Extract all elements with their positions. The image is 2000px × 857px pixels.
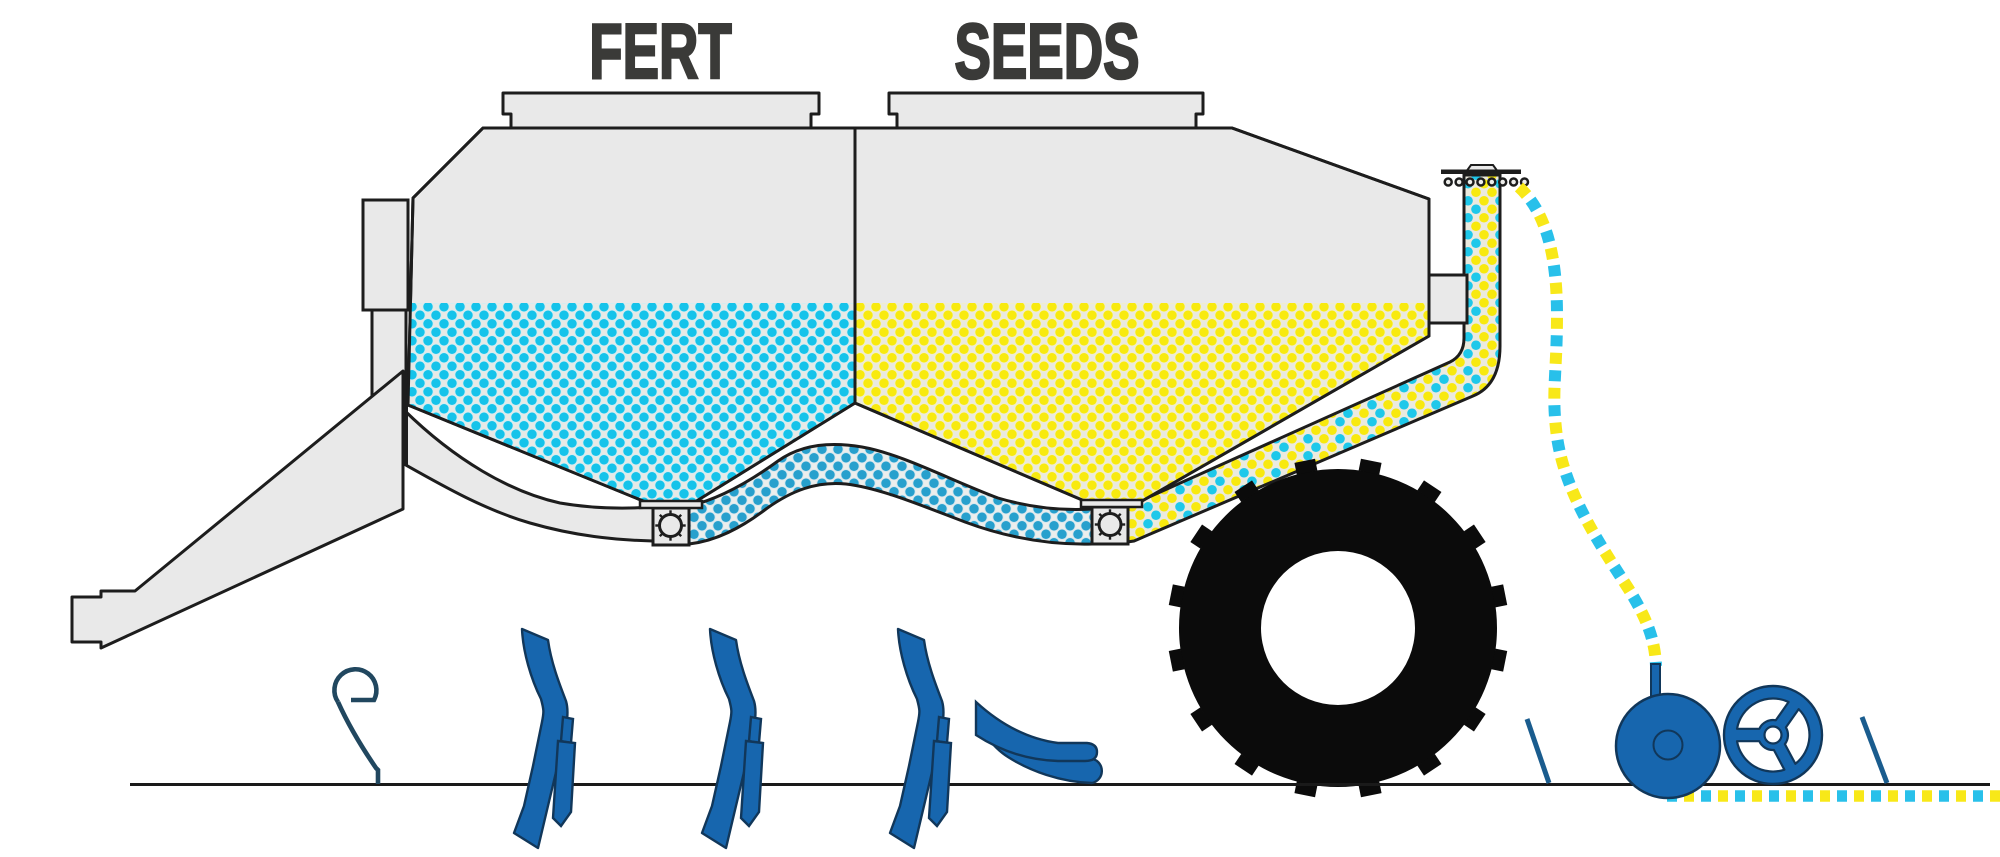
svg-text:SEEDS: SEEDS [954, 8, 1139, 95]
svg-text:FERT: FERT [589, 8, 732, 95]
